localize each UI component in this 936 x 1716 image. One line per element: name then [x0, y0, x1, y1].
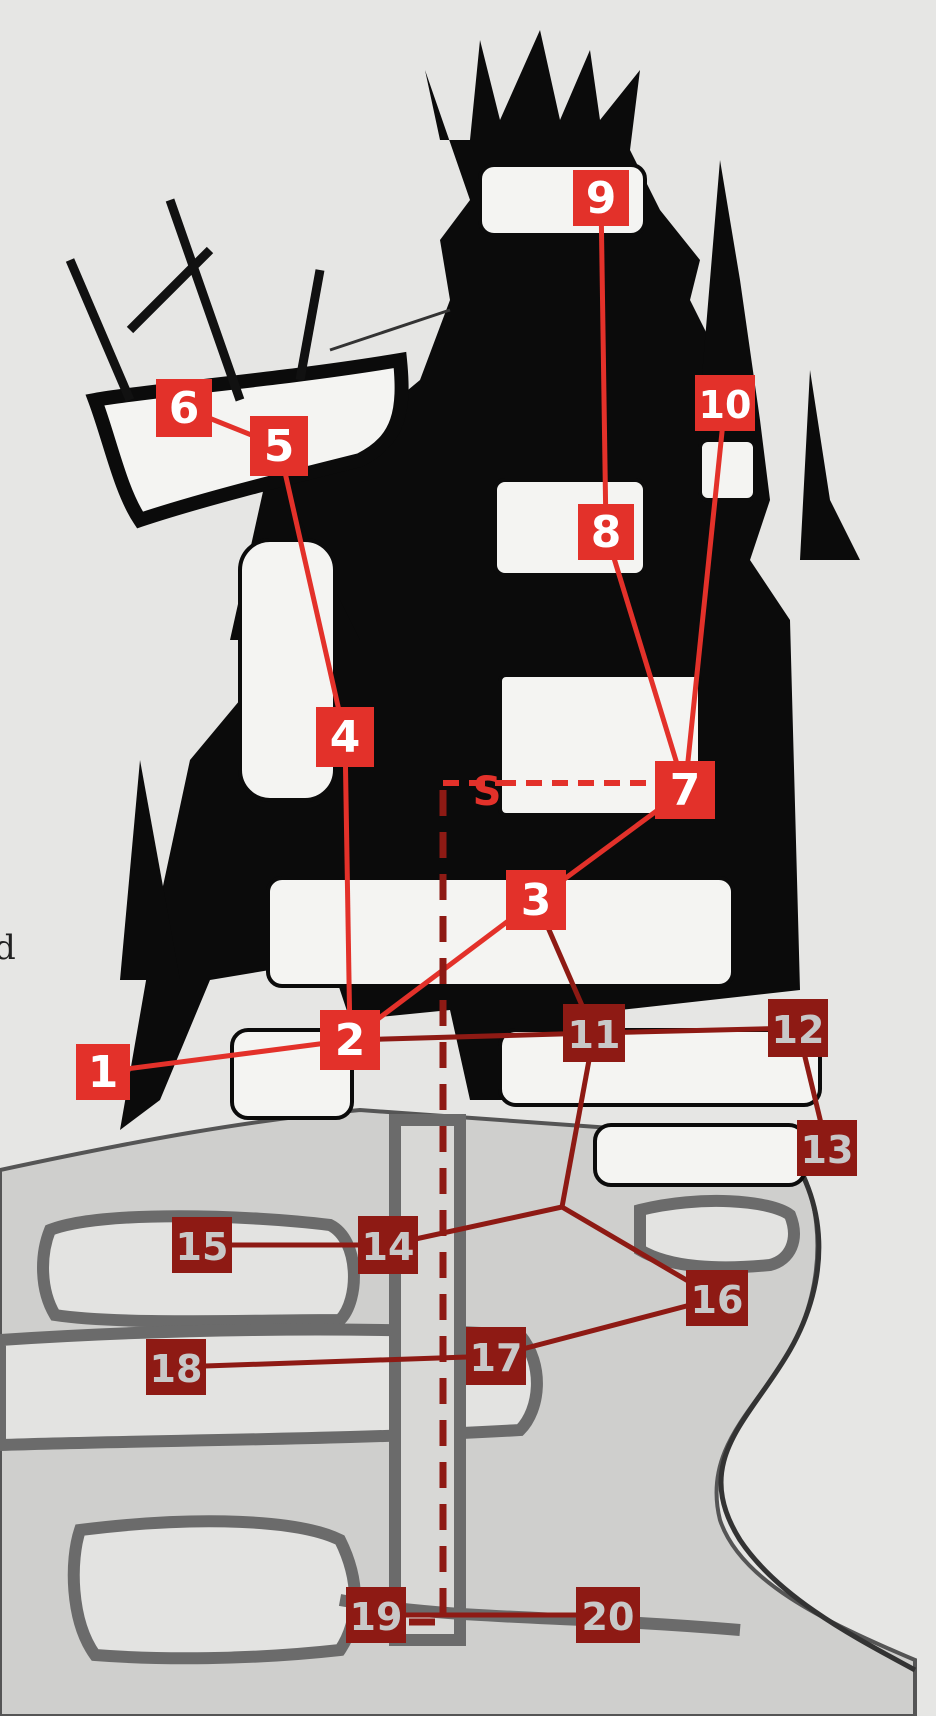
room-label-18: 18	[146, 1339, 206, 1395]
room-label-9: 9	[573, 170, 629, 226]
room-number-18: 18	[150, 1347, 203, 1391]
cavern-19-20	[74, 1521, 355, 1658]
room-number-15: 15	[176, 1225, 229, 1269]
room-label-3: 3	[506, 870, 566, 930]
secret-door-marker: S	[473, 769, 502, 815]
cavern-16	[640, 1201, 794, 1267]
room-number-19: 19	[350, 1595, 403, 1639]
room-label-20: 20	[576, 1587, 640, 1643]
room-label-17: 17	[466, 1327, 526, 1385]
room-label-16: 16	[686, 1270, 748, 1326]
room-shape-10	[700, 440, 755, 500]
room-number-20: 20	[582, 1595, 635, 1639]
room-number-6: 6	[169, 383, 200, 434]
room-number-7: 7	[670, 765, 701, 816]
room-label-4: 4	[316, 707, 374, 767]
far-right-spire	[800, 370, 860, 560]
room-number-9: 9	[586, 173, 617, 224]
room-label-12: 12	[768, 999, 828, 1057]
room-number-12: 12	[772, 1008, 825, 1052]
room-number-14: 14	[362, 1225, 415, 1269]
room-shape-3-hall	[268, 878, 733, 986]
room-label-8: 8	[578, 504, 634, 560]
room-number-10: 10	[699, 383, 752, 427]
room-label-14: 14	[358, 1216, 418, 1274]
room-number-2: 2	[335, 1015, 366, 1066]
room-label-1: 1	[76, 1044, 130, 1100]
room-number-11: 11	[568, 1013, 621, 1057]
ship-mast-d	[300, 270, 320, 380]
room-label-13: 13	[797, 1120, 857, 1176]
room-number-16: 16	[691, 1278, 744, 1322]
room-label-6: 6	[156, 379, 212, 437]
room-label-7: 7	[655, 761, 715, 819]
room-number-17: 17	[470, 1336, 523, 1380]
room-number-5: 5	[264, 421, 295, 472]
room-number-3: 3	[521, 875, 552, 926]
room-number-1: 1	[88, 1047, 119, 1098]
room-number-8: 8	[591, 507, 622, 558]
room-number-4: 4	[330, 712, 361, 763]
room-label-11: 11	[563, 1004, 625, 1062]
room-label-19: 19	[346, 1587, 406, 1643]
room-number-13: 13	[801, 1128, 854, 1172]
ship-rope	[330, 310, 450, 350]
ship-mast-c	[70, 260, 130, 400]
shaft	[395, 1120, 460, 1640]
room-label-10: 10	[695, 375, 755, 431]
room-label-5: 5	[250, 416, 308, 476]
room-shape-13	[595, 1125, 805, 1185]
room-label-15: 15	[172, 1217, 232, 1273]
ship-mast-a	[170, 200, 240, 400]
room-label-2: 2	[320, 1010, 380, 1070]
